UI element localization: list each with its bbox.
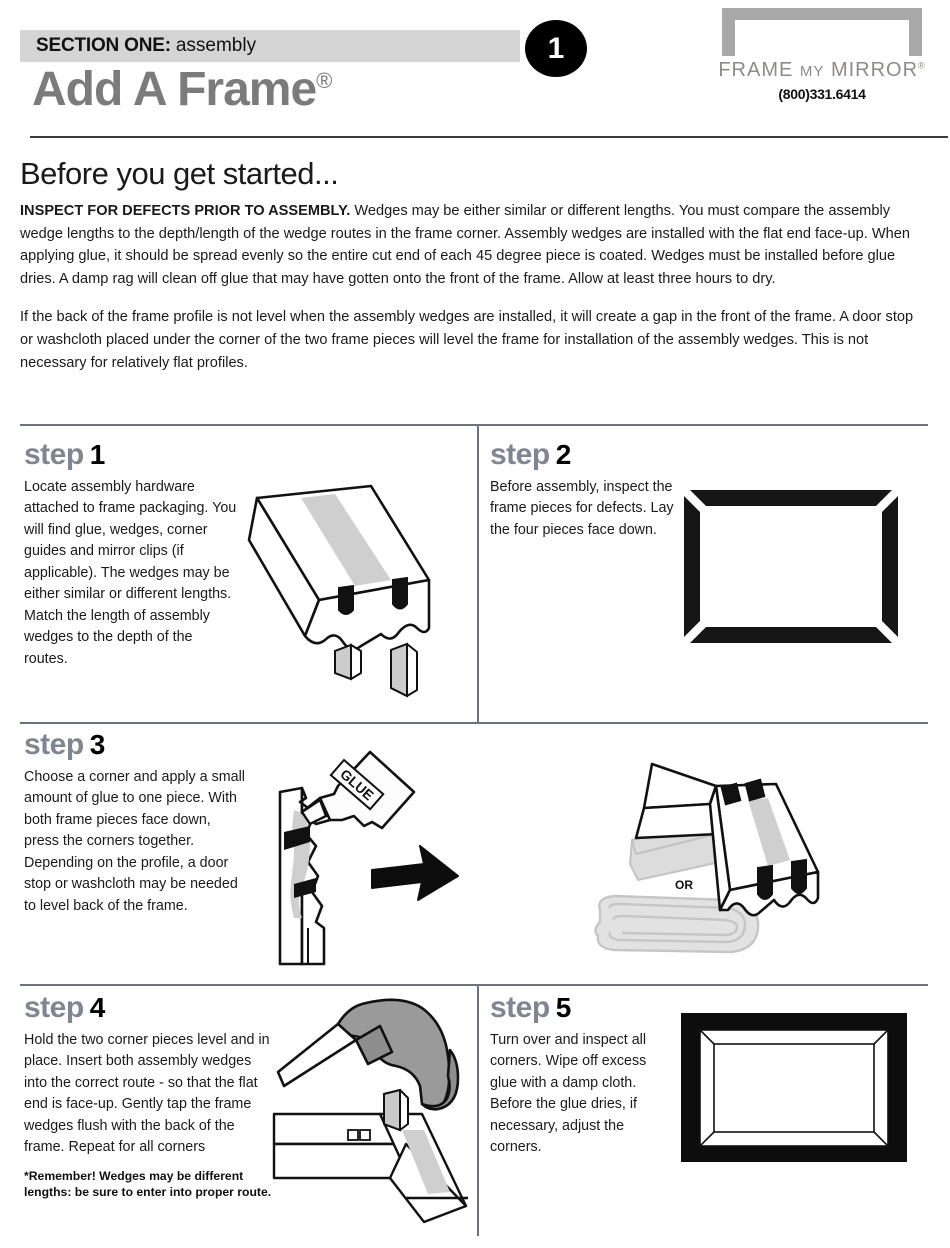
step-3-body: Choose a corner and apply a small amount…	[24, 769, 245, 914]
step-2-word: step	[490, 438, 550, 471]
intro-paragraph-1: INSPECT FOR DEFECTS PRIOR TO ASSEMBLY. W…	[20, 200, 930, 290]
header-divider	[30, 136, 948, 138]
page-header: SECTION ONE: assembly 1 Add A Frame® FRA…	[20, 0, 948, 138]
brand-name: FRAME MY MIRROR®	[714, 60, 930, 80]
divider-col-row-1	[477, 426, 479, 722]
divider-col-row-3	[477, 986, 479, 1236]
registered-mark: ®	[316, 68, 333, 93]
section-number-text: 1	[547, 31, 565, 65]
brand-word-mirror: MIRROR	[830, 59, 919, 81]
phone-number: (800)331.6414	[778, 86, 866, 102]
step-5-word: step	[490, 991, 550, 1024]
step-5-body: Turn over and inspect all corners. Wipe …	[490, 1032, 647, 1156]
step-4-body: Hold the two corner pieces level and in …	[24, 1032, 270, 1156]
brand-registered-mark: ®	[918, 60, 926, 71]
section-label: SECTION ONE:	[36, 35, 171, 56]
divider-row-1-top	[20, 424, 928, 426]
step-2-body: Before assembly, inspect the frame piece…	[490, 479, 674, 538]
step-3-corner-illustration	[594, 762, 820, 954]
intro-section: Before you get started... INSPECT FOR DE…	[20, 156, 930, 390]
divider-row-1-bottom	[20, 722, 928, 724]
or-label: OR	[675, 878, 693, 892]
intro-heading: Before you get started...	[20, 156, 339, 191]
step-4-word: step	[24, 991, 84, 1024]
step-1-illustration	[247, 484, 431, 698]
step-3-number: 3	[89, 729, 106, 760]
intro-paragraph-2: If the back of the frame profile is not …	[20, 309, 914, 371]
brand-logo: FRAME MY MIRROR® (800)331.6414	[714, 8, 930, 102]
section-banner: SECTION ONE: assembly	[20, 30, 520, 62]
logo-frame-top-bar	[722, 8, 922, 20]
step-2-number: 2	[555, 439, 572, 470]
step-1-body: Locate assembly hardware attached to fra…	[24, 479, 237, 667]
step-3-word: step	[24, 728, 84, 761]
step-4-note: *Remember! Wedges may be different lengt…	[24, 1168, 272, 1199]
page-title: Add A Frame®	[32, 66, 332, 114]
step-4-number: 4	[89, 992, 106, 1023]
intro-paragraph-1-rest: Wedges may be either similar or differen…	[20, 203, 910, 287]
step-5-number: 5	[555, 992, 572, 1023]
step-1-number: 1	[89, 439, 106, 470]
brand-word-frame: FRAME	[718, 59, 794, 81]
arrow-right-icon	[371, 845, 459, 901]
section-subtitle: assembly	[175, 35, 257, 56]
brand-word-my: MY	[799, 63, 825, 80]
logo-frame-right-bar	[909, 8, 922, 56]
step-5-illustration	[681, 1013, 907, 1162]
divider-row-2-bottom	[20, 984, 928, 986]
logo-frame-left-bar	[722, 8, 735, 56]
page-title-text: Add A Frame	[32, 63, 317, 116]
section-number-badge: 1	[525, 20, 587, 77]
logo-frame-icon	[722, 8, 922, 56]
step-4-illustration	[272, 998, 468, 1224]
intro-warning-lead: INSPECT FOR DEFECTS PRIOR TO ASSEMBLY.	[20, 203, 351, 219]
step-2-illustration	[684, 490, 898, 643]
step-1-word: step	[24, 438, 84, 471]
step-3-glue-illustration: GLUE	[278, 750, 459, 966]
